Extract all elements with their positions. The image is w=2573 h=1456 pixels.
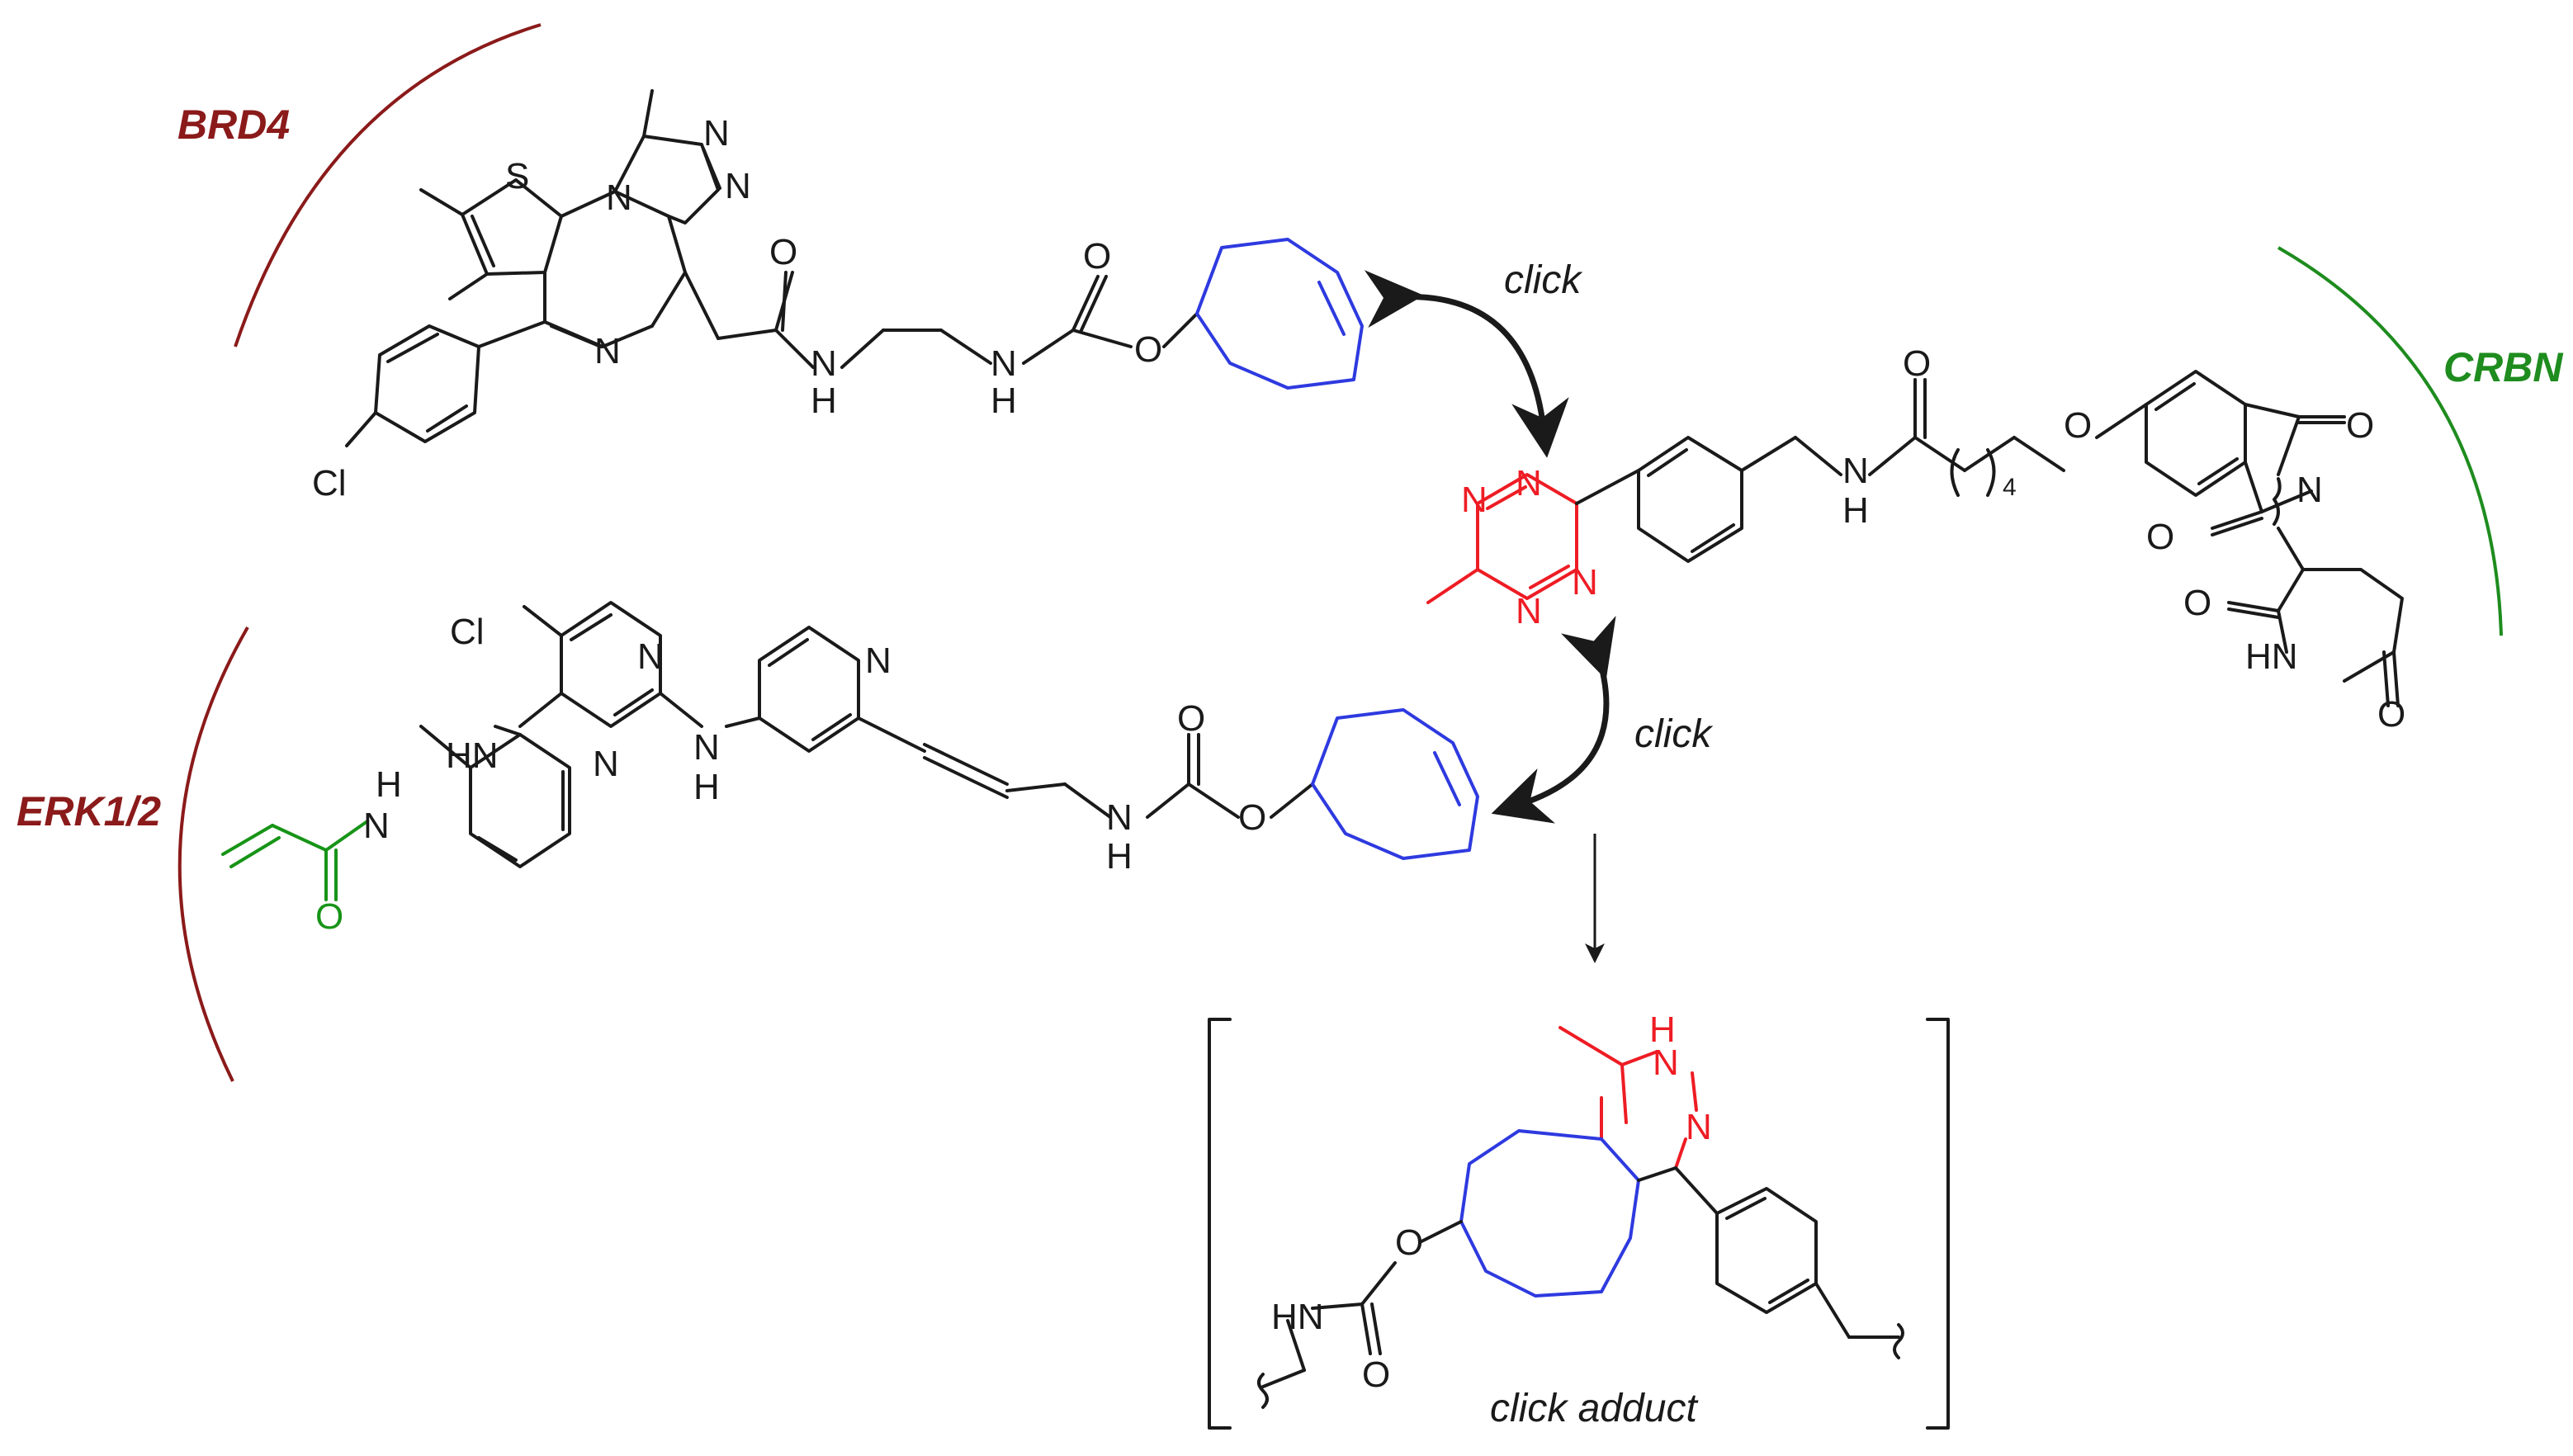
svg-text:H: H	[693, 767, 720, 807]
svg-text:HN: HN	[2245, 636, 2298, 677]
svg-text:N: N	[1106, 797, 1133, 838]
crbn-target: CRBN	[2277, 246, 2563, 636]
crbn-ligand-molecule	[1575, 370, 2404, 707]
erk-target: ERK1/2	[17, 626, 249, 1082]
brd4-tco-ring	[1195, 238, 1364, 390]
brd4-arc	[234, 23, 542, 347]
adduct-brackets	[1208, 1018, 1950, 1430]
svg-text:S: S	[505, 156, 529, 196]
svg-text:O: O	[1083, 236, 1111, 277]
svg-text:N: N	[1516, 591, 1542, 631]
svg-text:N: N	[1572, 562, 1598, 603]
svg-text:N: N	[594, 331, 621, 371]
svg-text:H: H	[991, 381, 1017, 421]
tetrazine-ring	[1426, 473, 1578, 604]
crbn-arc	[2277, 246, 2503, 636]
svg-text:H: H	[1649, 1009, 1676, 1050]
svg-text:N: N	[1686, 1107, 1712, 1147]
svg-text:N: N	[1516, 463, 1542, 503]
svg-text:O: O	[2064, 405, 2092, 446]
crbn-ligand-atom-labels: N H O 4 O O N O O HN O	[1842, 343, 2405, 735]
svg-text:N: N	[1842, 451, 1869, 491]
svg-text:H: H	[1842, 490, 1869, 531]
svg-text:O: O	[1238, 797, 1266, 838]
svg-text:N: N	[1461, 480, 1488, 520]
brd4-label: BRD4	[177, 102, 290, 148]
brd4-target: BRD4	[177, 23, 542, 347]
chain-parenthesis	[1950, 448, 1996, 497]
adduct-red-atoms: H N N	[1649, 1009, 1712, 1147]
svg-text:O: O	[1177, 698, 1205, 739]
svg-text:4: 4	[2003, 474, 2017, 501]
svg-text:N: N	[606, 177, 632, 218]
svg-text:N: N	[811, 343, 837, 384]
svg-text:HN: HN	[446, 735, 499, 776]
svg-text:O: O	[1903, 343, 1931, 384]
erk-arc	[177, 626, 249, 1082]
svg-text:N: N	[1653, 1042, 1679, 1083]
svg-text:N: N	[725, 166, 751, 206]
erk-label: ERK1/2	[17, 788, 161, 834]
adduct-pyridazine	[1558, 1026, 1698, 1170]
svg-text:H: H	[811, 381, 837, 421]
svg-text:H: H	[376, 764, 402, 805]
svg-text:Cl: Cl	[450, 612, 485, 652]
click-arrow-bottom: click	[1491, 615, 1714, 824]
adduct-black-atoms: O HN O	[1271, 1222, 1423, 1395]
svg-text:H: H	[1106, 836, 1133, 877]
svg-text:Cl: Cl	[312, 463, 347, 503]
svg-text:O: O	[2146, 517, 2174, 557]
svg-text:N: N	[637, 636, 664, 677]
adduct-backbone	[1257, 1166, 1904, 1409]
svg-text:HN: HN	[1271, 1297, 1324, 1337]
click-arrow-top: click	[1364, 258, 1583, 458]
click-label-top: click	[1504, 258, 1583, 302]
svg-text:O: O	[1362, 1354, 1390, 1395]
adduct-cyclooctane	[1459, 1129, 1640, 1298]
svg-text:N: N	[2296, 470, 2323, 510]
erk-acrylamide-warhead	[221, 820, 369, 901]
svg-text:N: N	[991, 343, 1017, 384]
svg-text:O: O	[769, 232, 797, 272]
svg-text:O: O	[1134, 329, 1162, 370]
svg-text:N: N	[865, 641, 892, 681]
erk-tco-ring	[1311, 708, 1479, 860]
adduct-label: click adduct	[1490, 1387, 1698, 1430]
erk-ligand-molecule	[419, 601, 1314, 868]
crbn-label: CRBN	[2443, 344, 2563, 390]
svg-text:N: N	[703, 113, 730, 154]
brd4-ligand-molecule	[345, 89, 1199, 447]
svg-text:N: N	[363, 806, 390, 846]
svg-text:N: N	[593, 744, 619, 784]
erk-nh-label: N H	[363, 764, 402, 846]
click-label-bottom: click	[1634, 712, 1714, 756]
svg-text:O: O	[315, 896, 343, 937]
svg-text:O: O	[2346, 405, 2374, 446]
svg-text:N: N	[693, 727, 720, 768]
svg-text:O: O	[1395, 1222, 1423, 1263]
svg-text:O: O	[2183, 583, 2211, 623]
erk-green-atoms: O	[315, 896, 343, 937]
svg-text:O: O	[2377, 694, 2405, 735]
erk-atom-labels: Cl N N HN N H N N H O O	[446, 612, 1266, 877]
brd4-atom-labels: S N N N N Cl O N H N H O O	[312, 113, 1162, 503]
